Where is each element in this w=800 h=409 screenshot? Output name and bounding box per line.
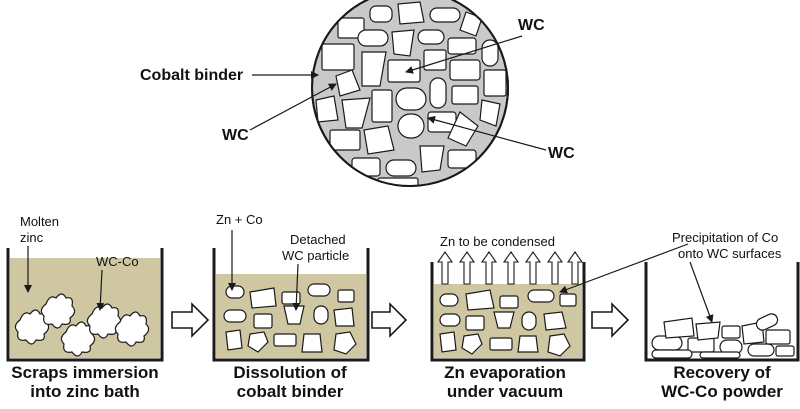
microstructure-circle [311, 0, 509, 187]
recovered-powder [651, 313, 795, 359]
step-2-tank: Zn + Co Detached WC particle Dissolution… [212, 212, 370, 401]
step4-label-onto-wc: onto WC surfaces [678, 246, 782, 261]
arrow-wc-top [405, 35, 523, 74]
step3-label-zn-condensed: Zn to be condensed [440, 234, 555, 249]
flow-arrow-2 [371, 302, 408, 338]
arrow-precip-down [689, 261, 714, 323]
step4-caption-line1: Recovery of [673, 363, 771, 382]
step2-label-znco: Zn + Co [216, 212, 263, 227]
label-wc-left: WC [222, 127, 249, 144]
step1-label-wcco: WC-Co [96, 254, 139, 269]
arrow-wcco [96, 269, 105, 311]
step-4-tank: Precipitation of Co onto WC surfaces Rec… [559, 230, 800, 401]
step1-caption-line2: into zinc bath [30, 382, 140, 401]
step2-caption-line1: Dissolution of [233, 363, 347, 382]
arrow-precip-left [559, 243, 689, 294]
step-3-tank: Zn to be condensed Zn evaporation under … [430, 234, 586, 401]
step1-label-zinc: zinc [20, 230, 44, 245]
step4-caption-line2: WC-Co powder [661, 382, 783, 401]
arrow-wc-right [427, 115, 547, 151]
wc-co-scraps [14, 293, 150, 357]
step-1-tank: Molten zinc WC-Co Scraps immersion into … [6, 214, 164, 401]
step1-caption-line1: Scraps immersion [11, 363, 158, 382]
wc-particles-step3 [439, 289, 577, 357]
detached-wc-particles [223, 283, 357, 355]
wc-grains [315, 1, 507, 186]
flow-arrow-1 [171, 302, 210, 338]
label-wc-right: WC [548, 145, 575, 162]
step2-label-wc-particle: WC particle [282, 248, 349, 263]
step3-caption-line1: Zn evaporation [444, 363, 566, 382]
microstructure-labels: WC Cobalt binder WC WC [140, 17, 575, 162]
arrow-wc-left [249, 83, 337, 131]
step4-label-precipitation: Precipitation of Co [672, 230, 778, 245]
step1-label-molten: Molten [20, 214, 59, 229]
flow-arrow-3 [591, 302, 630, 338]
label-cobalt-binder: Cobalt binder [140, 67, 243, 84]
label-wc-top: WC [518, 17, 545, 34]
step3-caption-line2: under vacuum [447, 382, 563, 401]
arrow-detached [292, 263, 301, 311]
vapor-arrows [436, 251, 584, 285]
step2-caption-line2: cobalt binder [237, 382, 344, 401]
step2-label-detached: Detached [290, 232, 346, 247]
